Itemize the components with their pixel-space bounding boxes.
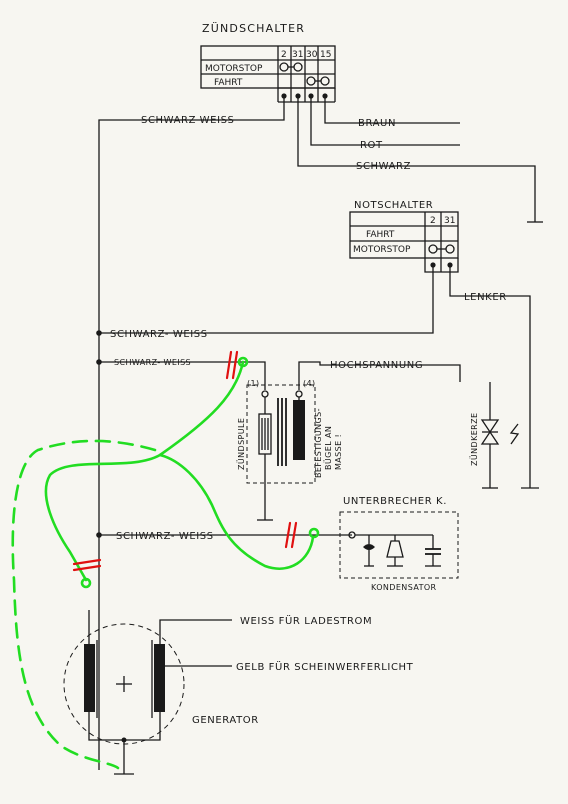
- emergency-switch-title: NOTSCHALTER: [354, 200, 433, 211]
- ignition-terminal-15: 15: [320, 50, 331, 60]
- emergency-terminal-31: 31: [444, 216, 455, 226]
- breaker-title: UNTERBRECHER K.: [343, 496, 447, 507]
- wire-black-white-top: SCHWARZ-WEISS: [141, 115, 235, 126]
- spark-plug-label: ZÜNDKERZE: [469, 413, 479, 466]
- emergency-switch-table: 2 31 FAHRT MOTORSTOP: [349, 211, 459, 273]
- spark-plug: [480, 382, 520, 489]
- charge-current-wire-label: WEISS FÜR LADESTROM: [240, 614, 372, 627]
- coil-name: ZÜNDSPULE: [236, 418, 246, 470]
- green-marker-rewiring: [11, 356, 320, 770]
- breaker-assembly: [339, 511, 459, 579]
- ignition-wiring: [98, 96, 543, 770]
- ignition-switch-table: 2 31 30 15 MOTORSTOP FAHRT: [200, 45, 336, 103]
- generator: [63, 610, 232, 775]
- ignition-switch-frame: [200, 45, 336, 89]
- wire-black: SCHWARZ: [356, 161, 411, 172]
- green-connection-point-generator: [80, 577, 92, 589]
- coil-bracket-note-1: BEFESTIGUNGS-: [314, 408, 323, 478]
- emergency-row-fahrt: FAHRT: [366, 230, 395, 240]
- wire-black-white-breaker: SCHWARZ- WEISS: [116, 531, 214, 542]
- emergency-row-motorstop: MOTORSTOP: [353, 245, 411, 255]
- ignition-switch-title: ZÜNDSCHALTER: [202, 22, 305, 35]
- coil-bracket-note-3: MASSE !: [334, 434, 343, 470]
- coil-terminal-4: (4): [303, 379, 316, 388]
- emergency-wiring: [99, 265, 539, 489]
- wire-red: ROT: [360, 140, 383, 151]
- wire-black-white-emergency: SCHWARZ- WEISS: [110, 329, 208, 340]
- capacitor-label: KONDENSATOR: [371, 583, 437, 592]
- green-connection-point-breaker: [308, 527, 320, 539]
- ignition-coil: (1) (4): [241, 361, 461, 521]
- wire-black-white-coil: SCHWARZ- WEISS: [114, 358, 191, 367]
- coil-terminal-1: (1): [247, 379, 260, 388]
- ignition-terminal-30: 30: [306, 50, 318, 60]
- headlight-wire-label: GELB FÜR SCHEINWERFERLICHT: [236, 660, 414, 673]
- ignition-terminal-2: 2: [281, 50, 287, 60]
- ignition-terminal-31: 31: [292, 50, 303, 60]
- coil-bracket-note-2: BÜGEL AN: [323, 426, 333, 470]
- emergency-terminal-2: 2: [430, 216, 436, 226]
- wire-brown: BRAUN: [358, 118, 396, 129]
- generator-label: GENERATOR: [192, 715, 259, 726]
- high-voltage-label: HOCHSPANNUNG: [330, 360, 423, 371]
- red-cut-marks: [72, 350, 298, 572]
- handlebar-label: LENKER: [464, 292, 507, 303]
- ignition-row-motorstop: MOTORSTOP: [205, 64, 263, 74]
- ignition-row-fahrt: FAHRT: [214, 78, 243, 88]
